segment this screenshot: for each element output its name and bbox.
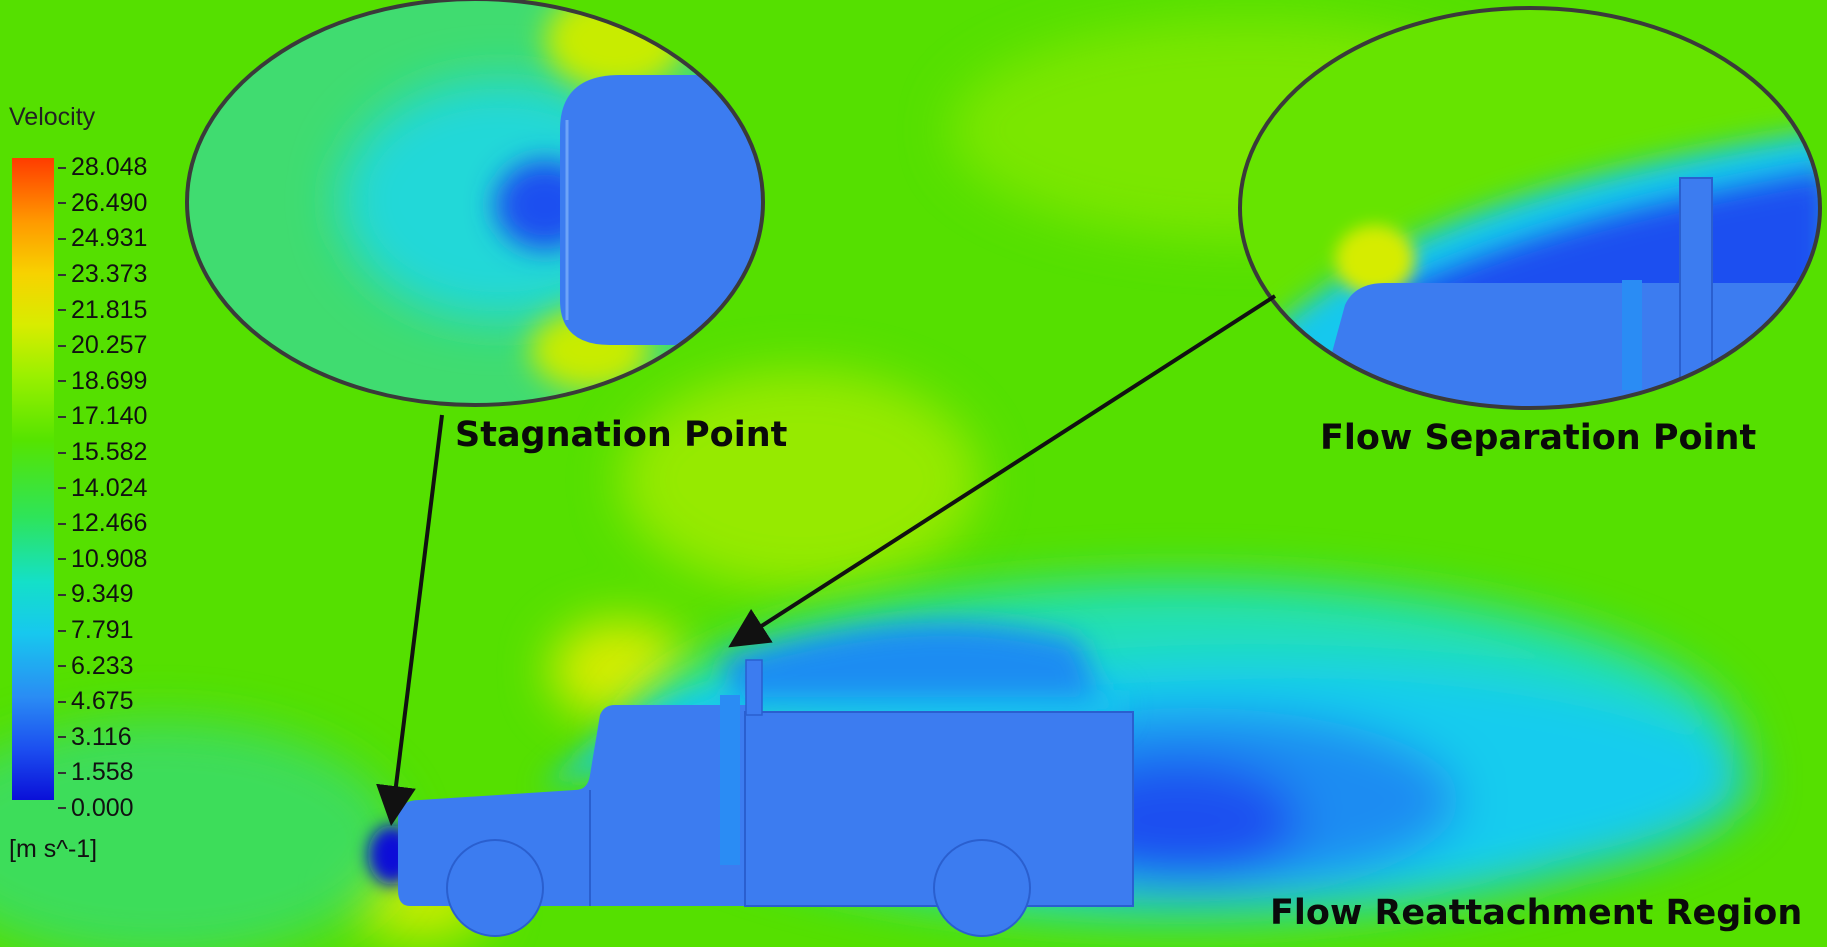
legend-tick: 14.024 <box>58 470 147 506</box>
legend-tick-mark <box>58 451 66 454</box>
legend-tick-value: 18.699 <box>71 366 148 395</box>
legend-tick: 28.048 <box>58 150 147 186</box>
legend-unit: [m s^-1] <box>9 835 98 863</box>
legend-tick-mark <box>58 415 66 418</box>
stagnation-point-label: Stagnation Point <box>455 415 788 455</box>
legend-tick-value: 1.558 <box>71 758 134 787</box>
legend-tick-value: 28.048 <box>71 153 148 182</box>
legend-tick-mark <box>58 558 66 561</box>
legend-tick-value: 10.908 <box>71 544 148 573</box>
legend-tick-labels: 28.048 26.490 24.931 23.373 21.815 20.257 18.6… <box>58 150 147 826</box>
legend-tick-value: 21.815 <box>71 295 148 324</box>
legend-tick: 17.140 <box>58 399 147 435</box>
legend-tick: 18.699 <box>58 364 147 400</box>
legend-tick: 23.373 <box>58 257 147 293</box>
legend-tick-mark <box>58 487 66 490</box>
separation-zoom-border <box>1238 6 1822 410</box>
legend-tick-value: 0.000 <box>71 793 134 822</box>
legend-tick-mark <box>58 807 66 810</box>
legend-tick-mark <box>58 771 66 774</box>
legend-tick-value: 24.931 <box>71 224 148 253</box>
stagnation-zoom-inset <box>187 0 763 405</box>
legend-tick: 24.931 <box>58 221 147 257</box>
legend-tick-mark <box>58 593 66 596</box>
truck-body <box>398 659 1134 937</box>
flow-reattachment-region-label: Flow Reattachment Region <box>1270 893 1803 933</box>
legend-tick-mark <box>58 273 66 276</box>
separation-arrow <box>728 294 1277 648</box>
separation-zoom-inset <box>1240 8 1820 408</box>
legend-tick-value: 20.257 <box>71 331 148 360</box>
legend-tick: 12.466 <box>58 506 147 542</box>
legend-tick-value: 15.582 <box>71 438 148 467</box>
legend-tick-value: 12.466 <box>71 509 148 538</box>
legend-title: Velocity <box>9 103 96 131</box>
velocity-color-bar <box>12 158 54 800</box>
legend-tick-mark <box>58 629 66 632</box>
legend-tick: 3.116 <box>58 720 147 756</box>
legend-tick-value: 7.791 <box>71 616 134 645</box>
legend-tick-value: 23.373 <box>71 260 148 289</box>
legend-tick-mark <box>58 309 66 312</box>
legend-tick: 26.490 <box>58 186 147 222</box>
legend-tick-mark <box>58 237 66 240</box>
legend-tick-mark <box>58 202 66 205</box>
legend-tick-mark <box>58 344 66 347</box>
legend-tick: 15.582 <box>58 435 147 471</box>
legend-tick-value: 9.349 <box>71 580 134 609</box>
legend-tick-mark <box>58 736 66 739</box>
legend-tick: 6.233 <box>58 648 147 684</box>
legend-tick-mark <box>58 700 66 703</box>
legend-tick-mark <box>58 380 66 383</box>
legend-tick: 0.000 <box>58 791 147 827</box>
legend-tick-mark <box>58 166 66 169</box>
legend-tick: 1.558 <box>58 755 147 791</box>
legend-tick-value: 17.140 <box>71 402 148 431</box>
legend-tick-value: 14.024 <box>71 473 148 502</box>
legend-tick: 7.791 <box>58 613 147 649</box>
legend-tick-mark <box>58 522 66 525</box>
legend-tick-value: 6.233 <box>71 651 134 680</box>
legend-tick-value: 4.675 <box>71 687 134 716</box>
legend-tick: 9.349 <box>58 577 147 613</box>
legend-tick-value: 3.116 <box>71 722 132 751</box>
legend-tick: 21.815 <box>58 292 147 328</box>
flow-separation-point-label: Flow Separation Point <box>1320 418 1757 458</box>
legend-tick: 10.908 <box>58 542 147 578</box>
legend-tick-mark <box>58 665 66 668</box>
stagnation-arrow <box>376 414 444 826</box>
stagnation-zoom-border <box>185 0 765 407</box>
legend-tick-value: 26.490 <box>71 188 148 217</box>
legend-tick: 20.257 <box>58 328 147 364</box>
legend-tick: 4.675 <box>58 684 147 720</box>
